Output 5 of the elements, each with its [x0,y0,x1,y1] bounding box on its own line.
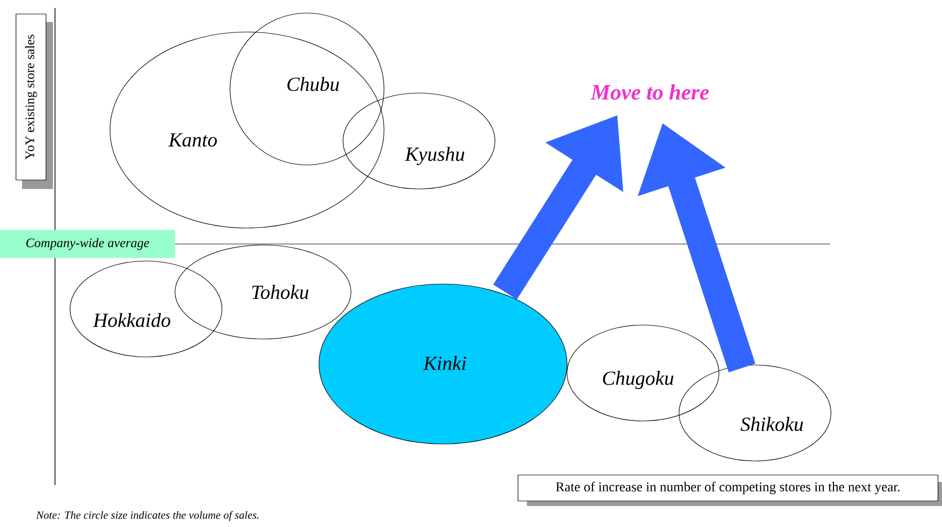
axis-label-box: Rate of increase in number of competing stores in the next year. [518,474,942,506]
average-label: Company-wide average [0,230,175,258]
note: Note: The circle size indicates the volume of sales. [36,510,258,522]
axis-label-box: YoY existing store sales [16,14,53,189]
target-label: Move to here [590,84,709,100]
